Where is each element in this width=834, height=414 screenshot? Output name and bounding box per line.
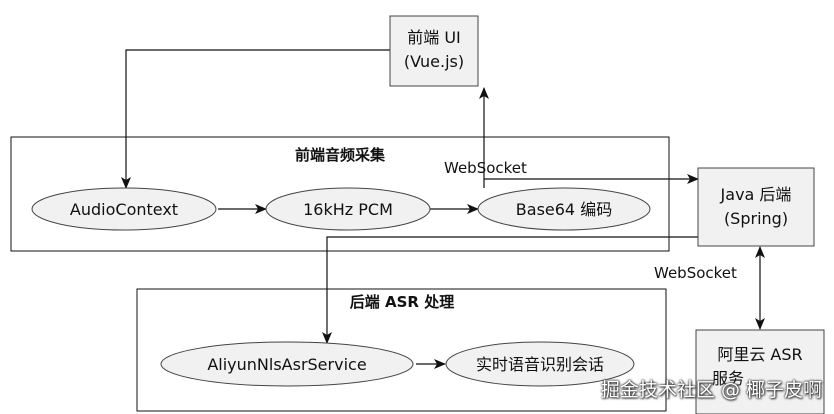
node-java-backend-line2: (Spring) [724, 209, 788, 228]
edge-label-websocket-back: WebSocket [654, 264, 737, 282]
node-frontend-ui: 前端 UI (Vue.js) [389, 15, 479, 87]
node-base64: Base64 编码 [477, 187, 651, 231]
node-base64-label: Base64 编码 [516, 200, 612, 219]
node-pcm: 16kHz PCM [265, 187, 431, 231]
node-java-backend: Java 后端 (Spring) [697, 167, 815, 247]
node-asr-service-label: AliyunNlsAsrService [207, 355, 366, 374]
node-aliyun-asr-line2: 服务 [712, 369, 744, 388]
node-aliyun-asr: 阿里云 ASR 服务 [695, 329, 825, 414]
edges [121, 49, 765, 369]
edge-ui-to-audiocontext [121, 49, 390, 189]
node-asr-service: AliyunNlsAsrService [160, 341, 414, 387]
node-audiocontext-label: AudioContext [70, 200, 178, 219]
node-java-backend-line1: Java 后端 [720, 185, 792, 204]
group-frontend-capture-label: 前端音频采集 [295, 146, 386, 164]
node-audiocontext: AudioContext [31, 187, 217, 231]
edge-label-websocket-front: WebSocket [444, 159, 527, 177]
node-realtime-session-label: 实时语音识别会话 [476, 355, 604, 374]
node-aliyun-asr-line1: 阿里云 ASR [717, 345, 802, 364]
node-frontend-ui-line1: 前端 UI [407, 28, 461, 47]
edge-java-to-asrservice [322, 236, 698, 344]
node-pcm-label: 16kHz PCM [303, 200, 393, 219]
node-realtime-session: 实时语音识别会话 [445, 341, 635, 387]
node-frontend-ui-line2: (Vue.js) [404, 52, 464, 71]
group-backend-asr-label: 后端 ASR 处理 [350, 293, 454, 311]
watermark-text: 掘金技术社区 @ 椰子皮啊 [600, 379, 822, 401]
